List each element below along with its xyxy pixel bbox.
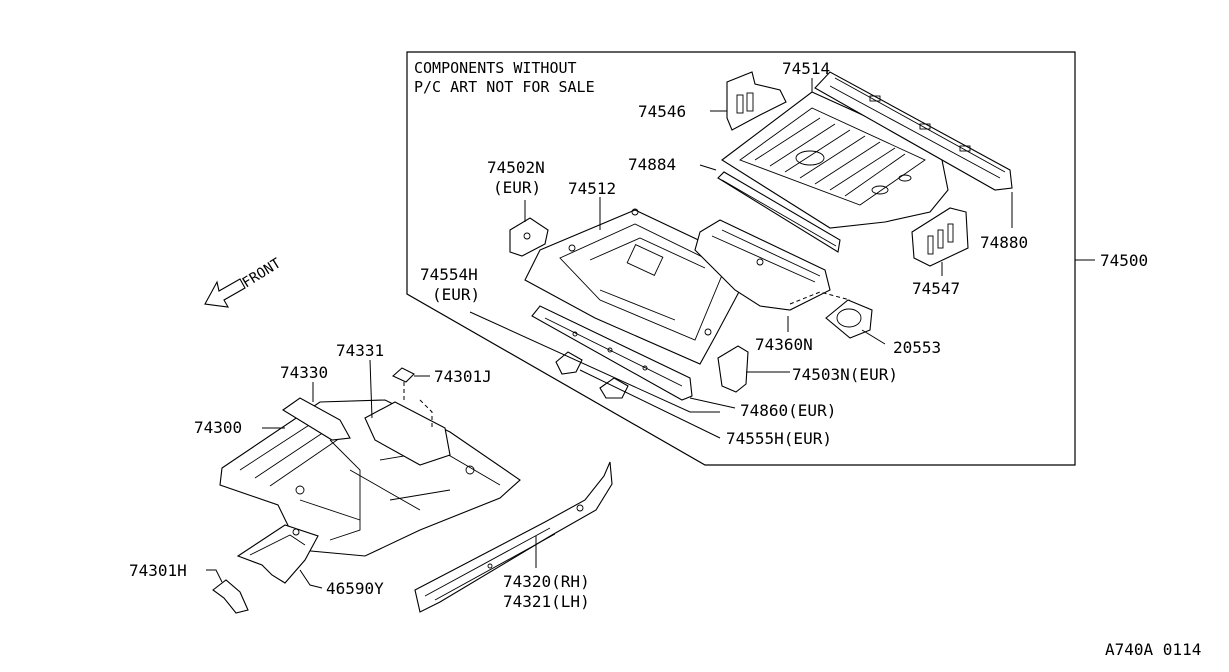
part-74502n-bracket [509,217,549,257]
dash-line-74301j [403,382,433,430]
callout-74554h-sub: (EUR) [432,285,480,304]
callout-74301h: 74301H [129,561,187,580]
callout-74546: 74546 [638,102,686,121]
front-label: FRONT [240,255,285,291]
part-74512-floor-panel [524,208,746,365]
box-note-line2: P/C ART NOT FOR SALE [414,78,595,96]
part-74554h-rail [531,305,693,401]
callout-74502n: 74502N [487,158,545,177]
callout-74321: 74321(LH) [503,592,590,611]
part-74555h-bracket [555,351,583,375]
callout-74860: 74860(EUR) [740,401,836,420]
dash-line-74360n [789,291,851,305]
lead-74331 [369,359,373,419]
lead-74860 [689,397,736,409]
callout-74503n: 74503N(EUR) [792,365,898,384]
callout-74330: 74330 [280,363,328,382]
part-74331-tunnel [364,401,451,466]
callout-74547: 74547 [912,279,960,298]
part-74330-member [282,397,351,441]
callout-74554h: 74554H [420,265,478,284]
callout-74514: 74514 [782,59,830,78]
part-74301h-bracket [212,579,249,614]
part-74880-cross-member [814,71,1013,191]
part-74320-side-sill [414,461,613,613]
part-74546-bracket [726,71,787,131]
callout-74331: 74331 [336,341,384,360]
callout-74555h: 74555H(EUR) [726,429,832,448]
callout-74880: 74880 [980,233,1028,252]
callout-74300: 74300 [194,418,242,437]
lead-74554h [469,311,720,413]
front-arrow-icon [204,278,246,308]
lead-74555h [579,369,721,439]
part-74360n-floor-panel [694,219,831,311]
callout-74301j: 74301J [434,367,492,386]
callout-74884: 74884 [628,155,676,174]
lead-46590y [299,569,323,589]
part-74503n-bracket [717,345,749,393]
part-74860-bracket [599,377,629,399]
callout-74512: 74512 [568,179,616,198]
lead-20553 [861,329,886,345]
callout-74502n-sub: (EUR) [493,178,541,197]
lead-74884 [699,164,717,171]
assembly-outline-box [406,51,1076,466]
callout-74320: 74320(RH) [503,572,590,591]
part-46590y-bracket [236,524,319,584]
part-74514-rear-floor-panel [721,91,949,229]
drawing-code: A740A 0114 [1105,640,1201,659]
callout-74360n: 74360N [755,335,813,354]
lead-74301h [206,569,223,583]
box-note-line1: COMPONENTS WITHOUT [414,59,577,77]
callout-20553: 20553 [893,338,941,357]
callout-74500: 74500 [1100,251,1148,270]
part-74884-rail [717,171,841,253]
part-74547-bracket [911,207,969,267]
part-74301j-bracket [392,367,415,383]
part-20553-gasket [825,299,873,339]
callout-46590y: 46590Y [326,579,384,598]
